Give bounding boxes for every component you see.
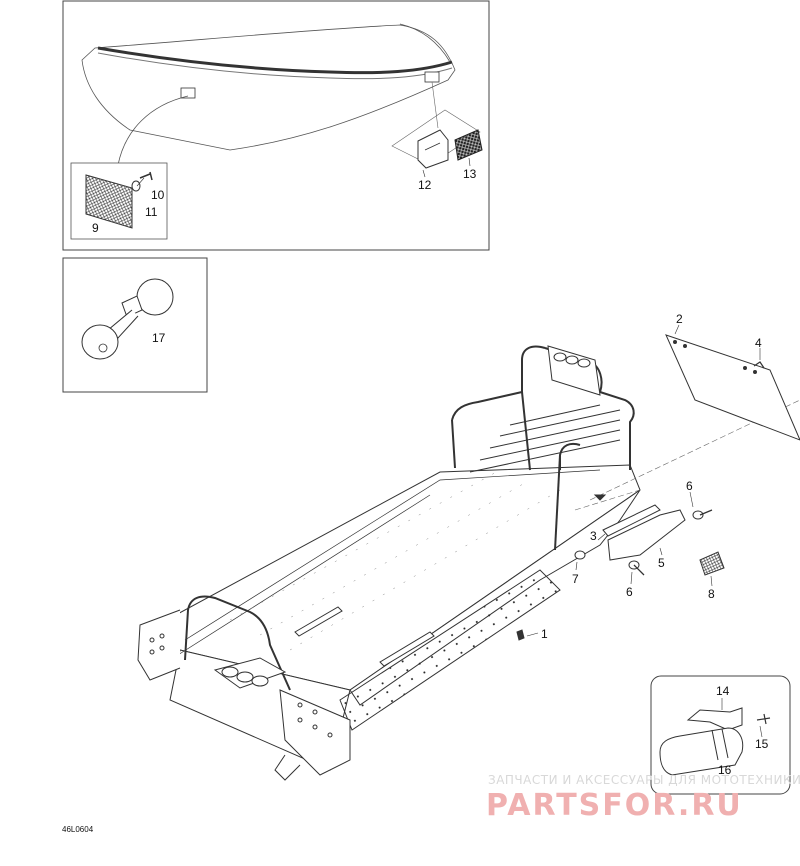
part-label-5: 5 bbox=[658, 556, 665, 570]
part-label-16: 16 bbox=[718, 763, 732, 777]
part-label-14: 14 bbox=[716, 684, 730, 698]
watermark-tagline: ЗАПЧАСТИ И АКСЕССУАРЫ ДЛЯ МОТОТЕХНИКИ bbox=[488, 773, 800, 787]
part-label-9: 9 bbox=[92, 221, 99, 235]
snowmobile-chassis bbox=[137, 345, 800, 781]
part-label-12: 12 bbox=[418, 178, 432, 192]
part-label-8: 8 bbox=[708, 587, 715, 601]
part-label-11: 11 bbox=[145, 205, 158, 219]
part-label-13: 13 bbox=[463, 167, 477, 181]
rear-plate-parts bbox=[516, 491, 725, 641]
part-label-15: 15 bbox=[755, 737, 769, 751]
part-label-3: 3 bbox=[590, 529, 597, 543]
part-label-17: 17 bbox=[152, 331, 166, 345]
drawing-code: 46L0604 bbox=[62, 825, 94, 834]
part-label-7: 7 bbox=[572, 572, 579, 586]
light-inset bbox=[650, 675, 791, 795]
watermark-brand: PARTSFOR.RU bbox=[486, 788, 743, 823]
horn-inset bbox=[62, 257, 208, 393]
snowflap-part bbox=[665, 324, 800, 441]
part-label-6-bottom: 6 bbox=[626, 585, 633, 599]
part-label-1: 1 bbox=[541, 627, 548, 641]
part-labels: 1 2 3 4 5 6 6 7 8 9 10 11 12 13 14 15 16… bbox=[92, 167, 769, 777]
part-label-2: 2 bbox=[676, 312, 683, 326]
part-label-6-top: 6 bbox=[686, 479, 693, 493]
hood-inset bbox=[62, 0, 490, 251]
part-label-4: 4 bbox=[755, 336, 762, 350]
part-label-10: 10 bbox=[151, 188, 165, 202]
